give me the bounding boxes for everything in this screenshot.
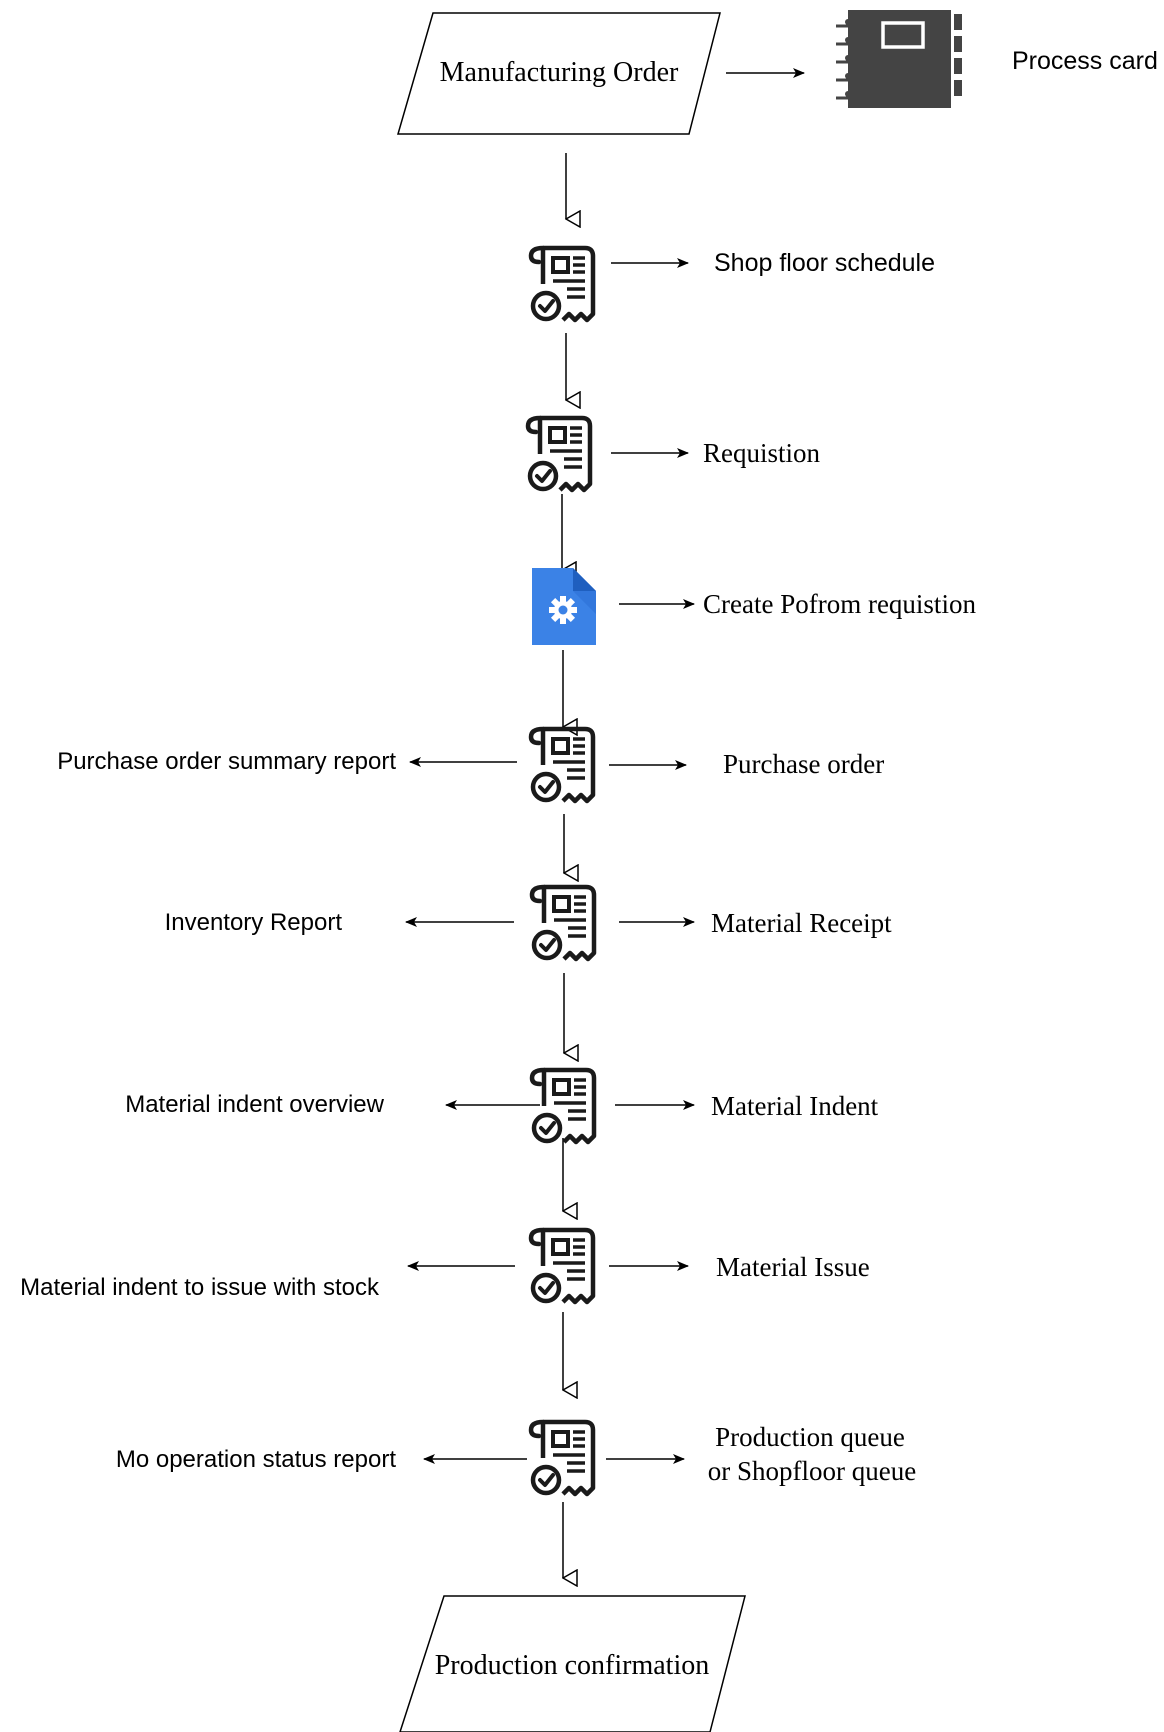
step-right-label: Create Pofrom requistion [703, 589, 976, 619]
process-card-label: Process card [1012, 47, 1158, 75]
step-right-label: Material Indent [711, 1091, 879, 1121]
manufacturing-order-label: Manufacturing Order [440, 57, 679, 88]
receipt-icon [531, 1230, 593, 1302]
step-material-issue: Material indent to issue with stock Mate… [20, 1230, 870, 1302]
production-confirmation-node: Production confirmation [399, 1595, 746, 1732]
production-confirmation-label: Production confirmation [435, 1650, 710, 1681]
step-right-label: Purchase order [723, 749, 884, 779]
step-right-label: Shop floor schedule [714, 249, 935, 277]
receipt-icon [528, 418, 590, 490]
step-right-label-line1: Production queue [715, 1422, 905, 1452]
step-purchase-order: Purchase order summary report Purchase o… [57, 729, 884, 801]
step-left-label: Material indent overview [125, 1091, 384, 1118]
step-production-queue: Mo operation status report Production qu… [116, 1422, 916, 1494]
step-right-label-line2: or Shopfloor queue [708, 1456, 916, 1486]
step-left-label: Purchase order summary report [57, 748, 396, 775]
step-left-label: Material indent to issue with stock [20, 1274, 380, 1301]
notebook-icon [836, 10, 962, 108]
step-material-receipt: Inventory Report Material Receipt [165, 887, 892, 959]
step-right-label: Material Receipt [711, 908, 892, 938]
receipt-icon [531, 729, 593, 801]
step-right-label: Requistion [703, 438, 821, 468]
step-create-po: Create Pofrom requistion [532, 568, 976, 645]
vertical-edges [562, 153, 566, 1578]
step-right-label: Material Issue [716, 1252, 870, 1282]
step-left-label: Mo operation status report [116, 1446, 396, 1473]
step-left-label: Inventory Report [165, 909, 343, 936]
step-requisition: Requistion [528, 418, 821, 490]
receipt-icon [531, 248, 593, 320]
step-material-indent: Material indent overview Material Indent [125, 1070, 879, 1142]
receipt-icon [532, 887, 594, 959]
manufacturing-order-node: Manufacturing Order [397, 12, 721, 135]
receipt-icon [531, 1422, 593, 1494]
receipt-icon [532, 1070, 594, 1142]
step-shop-floor: Shop floor schedule [531, 248, 935, 320]
settings-file-icon [532, 568, 596, 645]
